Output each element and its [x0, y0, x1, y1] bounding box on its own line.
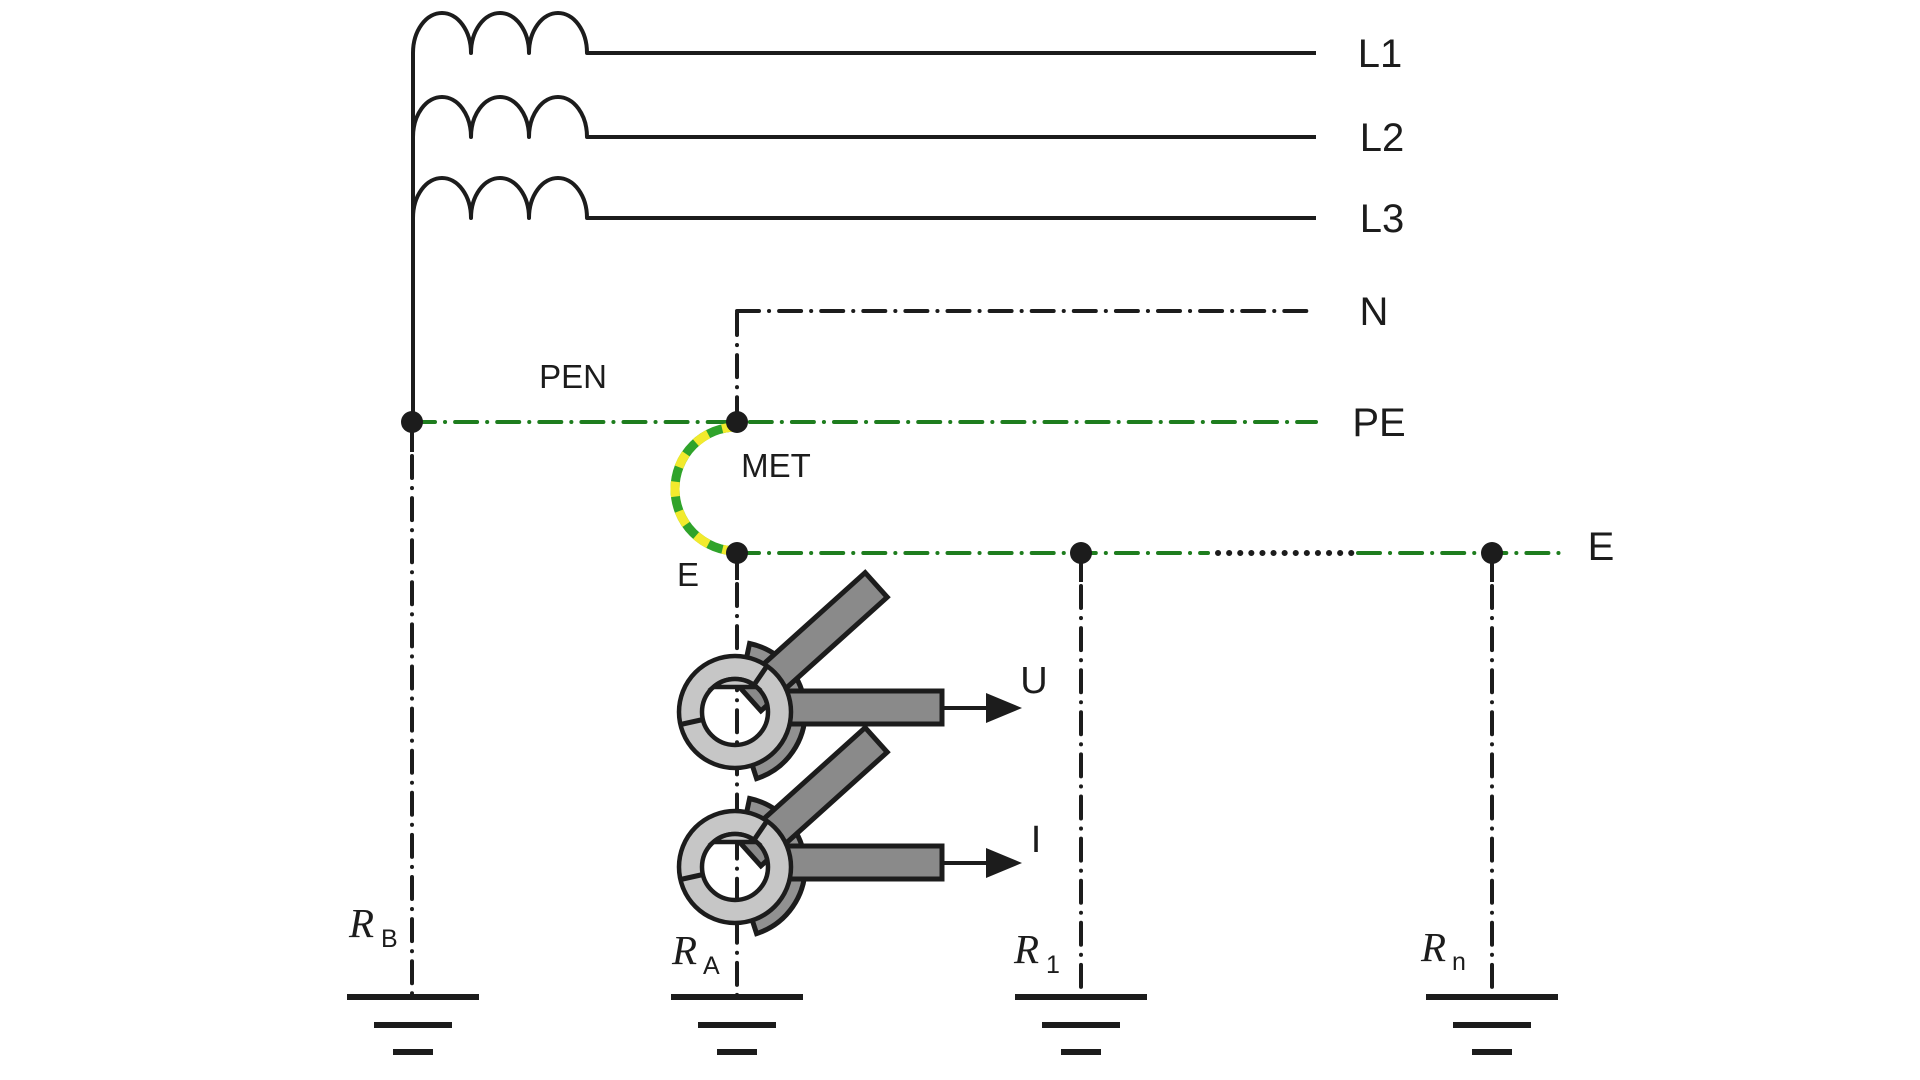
ground-symbol-rb: [347, 994, 479, 1055]
phase-line-l2: [411, 95, 1316, 139]
met-junction-dot: [726, 411, 748, 433]
e-junction-dot: [726, 542, 748, 564]
label-met: MET: [741, 447, 811, 484]
current-arrow: [941, 848, 1022, 878]
label-i: I: [1031, 819, 1042, 861]
neutral-conductor: [735, 309, 1318, 418]
label-u: U: [1020, 660, 1047, 702]
ground-symbol-ra: [671, 994, 803, 1055]
phase-line-l3: [411, 176, 1316, 220]
label-rb-base: R: [348, 900, 374, 946]
voltage-arrow: [941, 693, 1022, 723]
label-pe: PE: [1352, 401, 1405, 445]
label-rn: R n: [1420, 924, 1466, 976]
label-n: N: [1360, 290, 1389, 334]
label-ra-sub: A: [703, 952, 720, 980]
ground-symbol-rn: [1426, 994, 1558, 1055]
label-rb: R B: [348, 900, 398, 953]
voltage-clamp-meter: [679, 573, 942, 779]
earth-bonding-conductor: [670, 422, 738, 556]
ground-symbol-r1: [1015, 994, 1147, 1055]
label-pen: PEN: [539, 358, 607, 395]
bonding-curve-yellow: [670, 422, 738, 556]
label-ra: R A: [671, 927, 720, 980]
label-e-right: E: [1588, 525, 1615, 569]
label-r1-base: R: [1013, 926, 1039, 972]
label-l1: L1: [1358, 32, 1403, 76]
label-rn-base: R: [1420, 924, 1446, 970]
bonding-curve-green: [670, 422, 738, 556]
label-e-met: E: [677, 556, 699, 593]
label-ra-base: R: [671, 927, 697, 973]
r1-junction-dot: [1070, 542, 1092, 564]
transformer-windings: [411, 11, 1316, 422]
label-rn-sub: n: [1452, 948, 1466, 976]
label-l2: L2: [1360, 116, 1405, 160]
label-rb-sub: B: [381, 925, 398, 953]
phase-line-l1: [411, 11, 1316, 55]
label-r1: R 1: [1013, 926, 1060, 979]
pen-junction-dot: [401, 411, 423, 433]
label-r1-sub: 1: [1046, 951, 1060, 979]
label-l3: L3: [1360, 197, 1405, 241]
rn-junction-dot: [1481, 542, 1503, 564]
